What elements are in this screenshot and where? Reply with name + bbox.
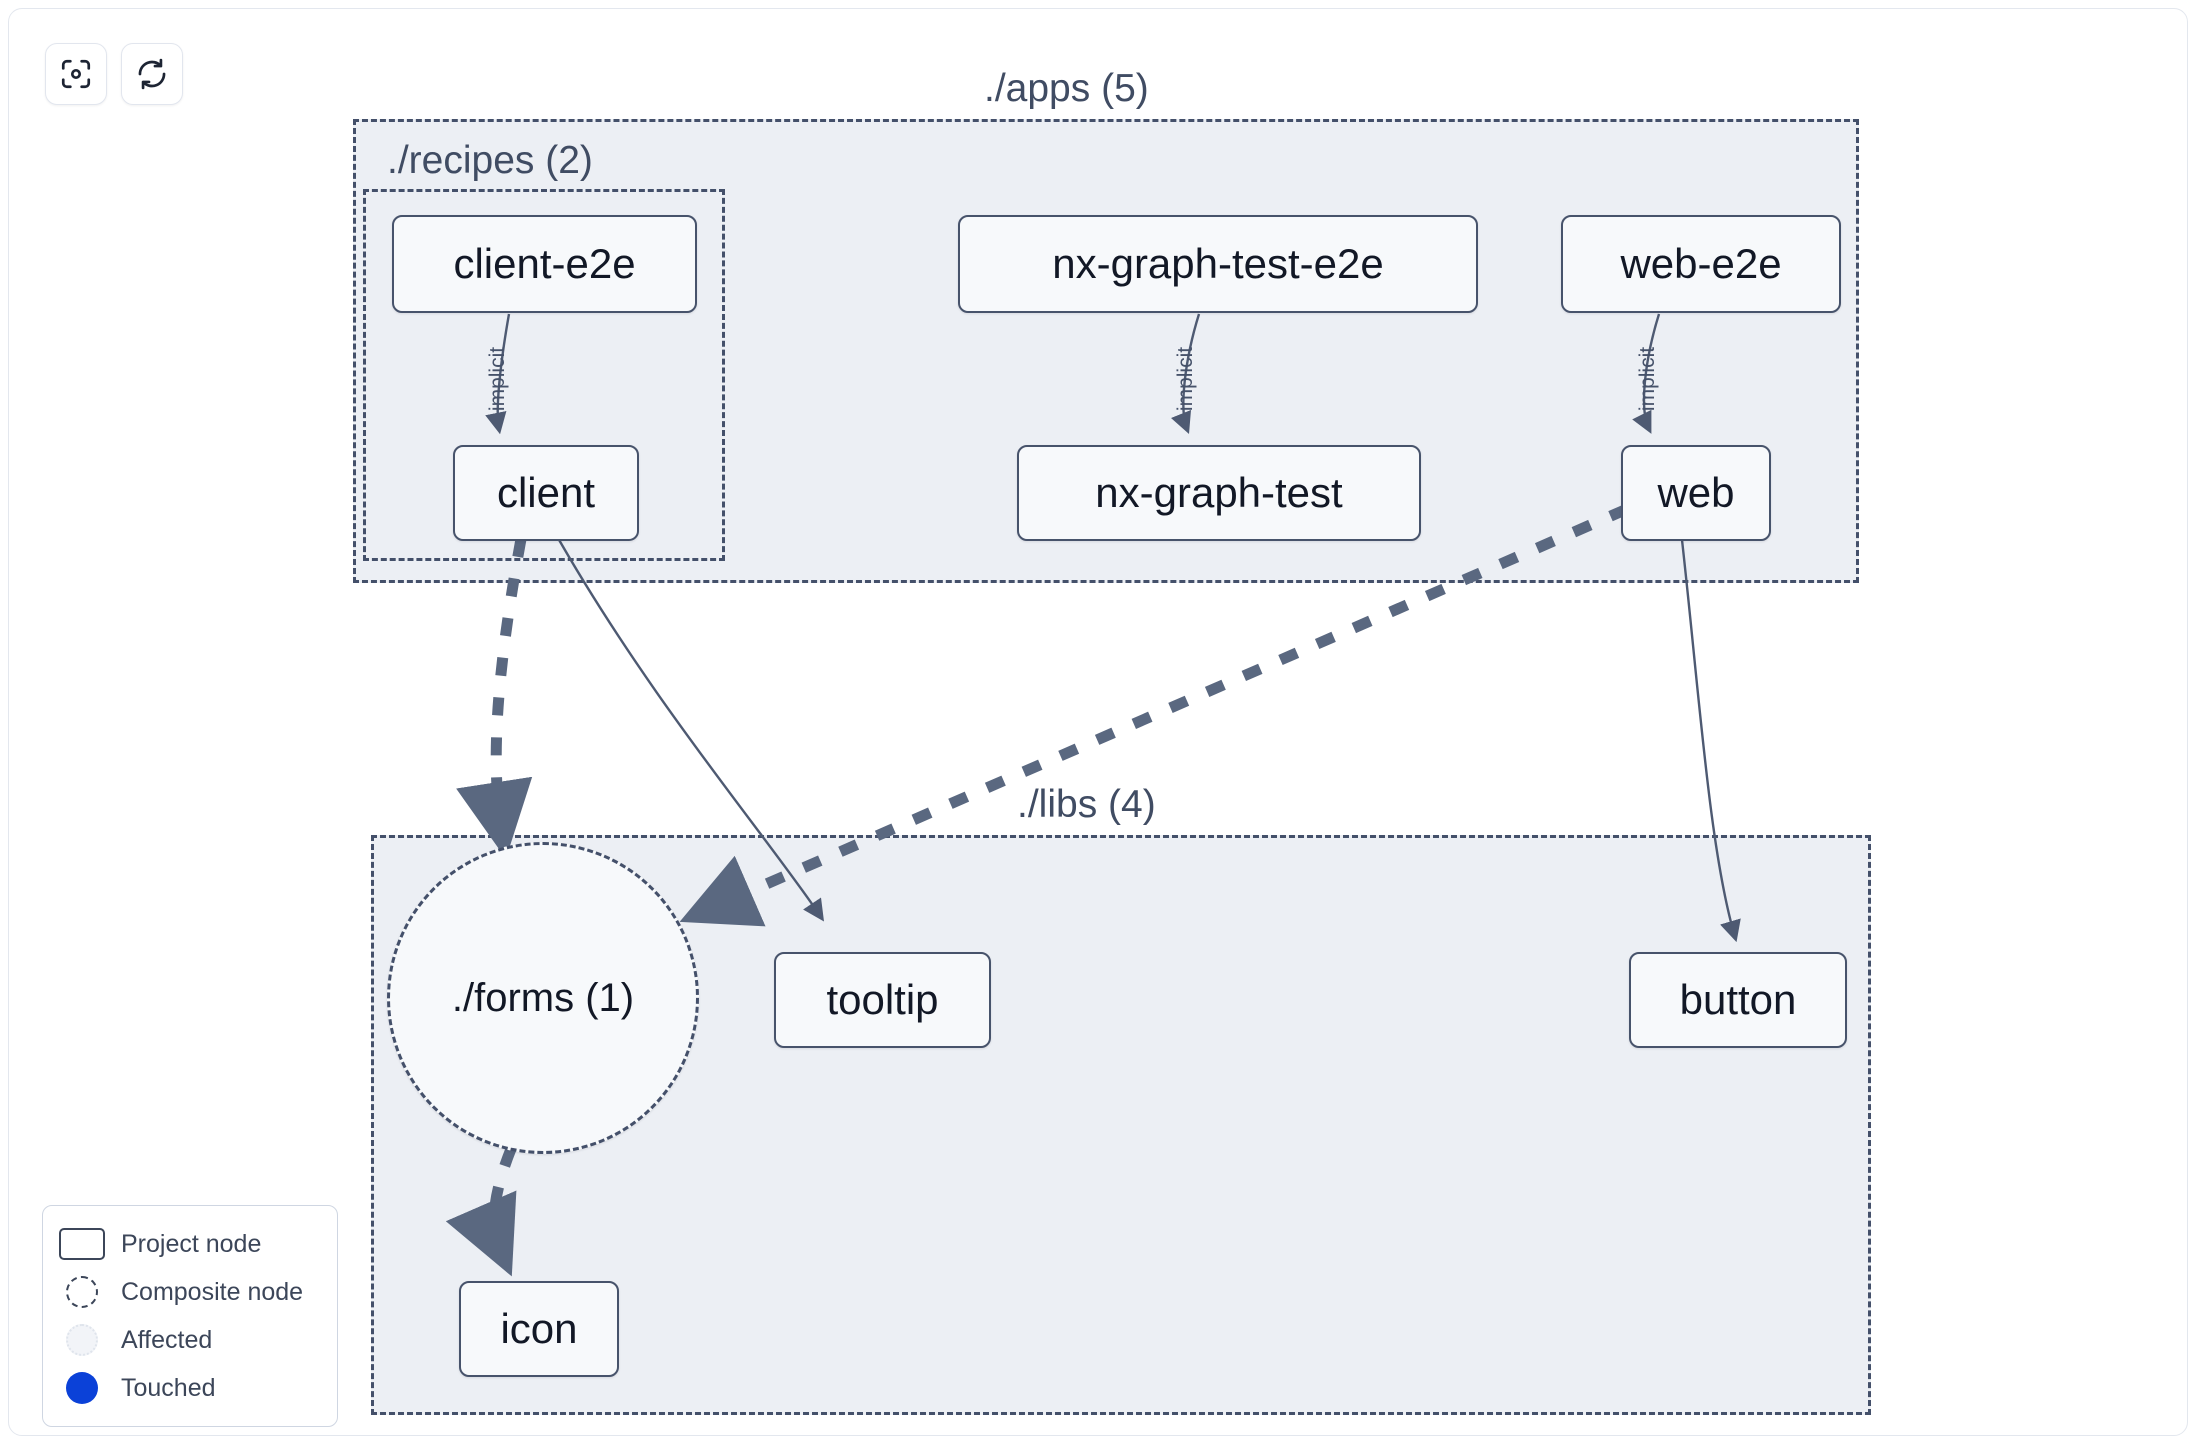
node-label: nx-graph-test-e2e <box>1052 240 1384 287</box>
graph-panel: ./apps (5) ./recipes (2) ./libs (4) <box>8 8 2188 1436</box>
node-label: nx-graph-test <box>1095 469 1343 516</box>
refresh-graph-button[interactable] <box>121 43 183 105</box>
node-label: tooltip <box>826 976 939 1023</box>
group-label-libs: ./libs (4) <box>1017 783 1156 826</box>
legend-label: Project node <box>121 1229 262 1258</box>
graph-canvas[interactable]: ./apps (5) ./recipes (2) ./libs (4) <box>9 9 2187 1435</box>
focus-graph-button[interactable] <box>45 43 107 105</box>
node-client[interactable]: client <box>453 445 639 541</box>
legend-item-composite-node: Composite node <box>59 1268 321 1316</box>
node-button[interactable]: button <box>1629 952 1847 1048</box>
node-forms[interactable]: ./forms (1) <box>387 842 699 1154</box>
composite-node-swatch-icon <box>59 1275 105 1309</box>
graph-toolbar <box>45 43 183 105</box>
affected-swatch-icon <box>59 1323 105 1357</box>
refresh-icon <box>135 57 169 91</box>
node-label: client <box>496 469 596 516</box>
node-nx-graph-test-e2e[interactable]: nx-graph-test-e2e <box>958 215 1478 313</box>
node-web[interactable]: web <box>1621 445 1771 541</box>
node-label: web-e2e <box>1620 240 1782 287</box>
node-tooltip[interactable]: tooltip <box>774 952 991 1048</box>
legend-item-project-node: Project node <box>59 1220 321 1268</box>
node-label: button <box>1679 976 1797 1023</box>
legend-label: Touched <box>121 1373 216 1402</box>
legend-item-touched: Touched <box>59 1364 321 1412</box>
node-web-e2e[interactable]: web-e2e <box>1561 215 1841 313</box>
node-nx-graph-test[interactable]: nx-graph-test <box>1017 445 1421 541</box>
node-icon[interactable]: icon <box>459 1281 619 1377</box>
node-client-e2e[interactable]: client-e2e <box>392 215 697 313</box>
legend-item-affected: Affected <box>59 1316 321 1364</box>
node-label: client-e2e <box>453 240 636 287</box>
focus-scan-icon <box>59 57 93 91</box>
node-label: web <box>1657 469 1735 516</box>
group-label-recipes: ./recipes (2) <box>387 139 593 182</box>
node-label: ./forms (1) <box>451 975 635 1020</box>
project-node-swatch-icon <box>59 1227 105 1261</box>
graph-legend: Project node Composite node Affected Tou… <box>42 1205 338 1427</box>
node-label: icon <box>500 1305 578 1352</box>
group-label-apps: ./apps (5) <box>984 67 1149 110</box>
legend-label: Affected <box>121 1325 213 1354</box>
legend-label: Composite node <box>121 1277 304 1306</box>
touched-swatch-icon <box>59 1371 105 1405</box>
